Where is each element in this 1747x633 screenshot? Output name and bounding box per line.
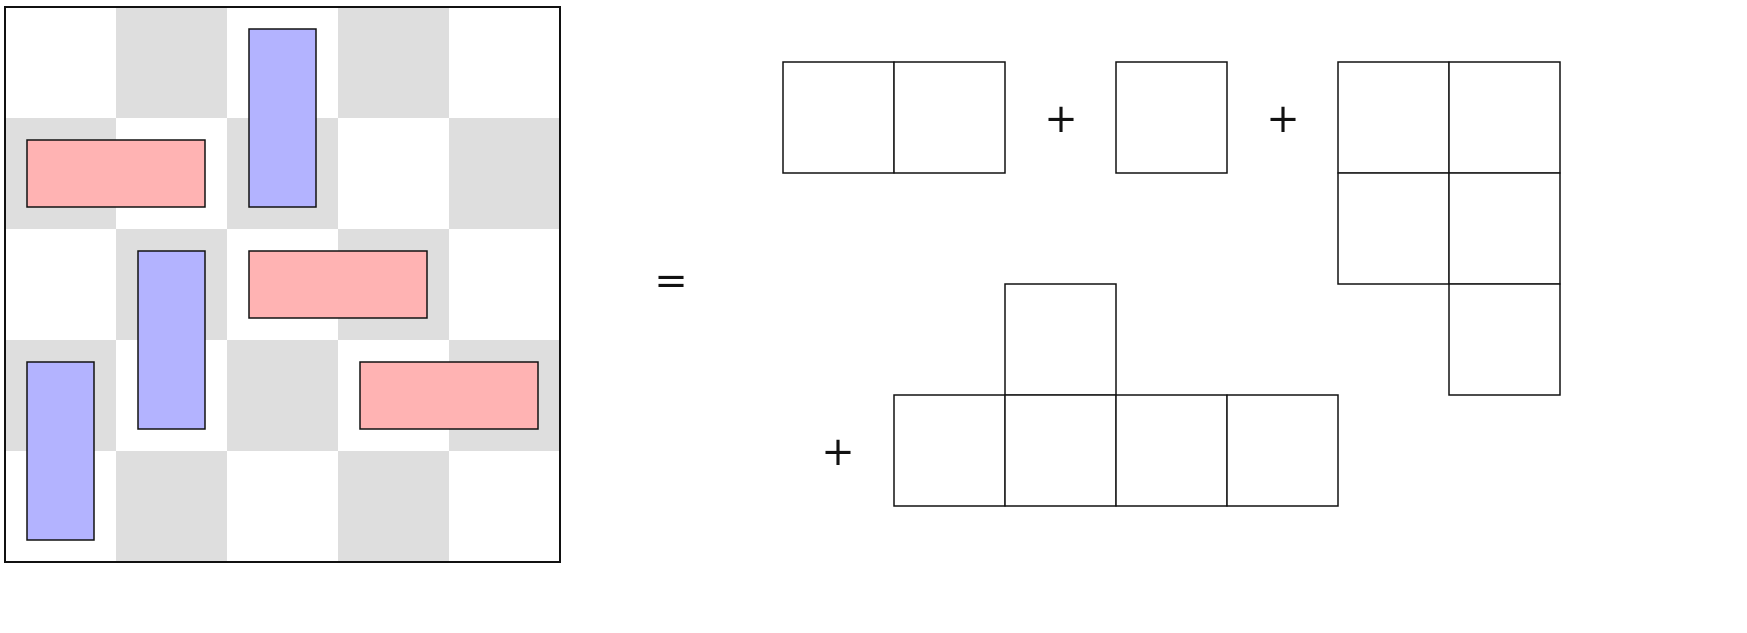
board-square xyxy=(449,451,560,562)
equals-sign: = xyxy=(654,258,688,304)
horizontal-domino xyxy=(26,139,206,208)
t-shape-cell xyxy=(893,394,1006,507)
horizontal-domino xyxy=(248,250,428,319)
board-border xyxy=(4,6,561,563)
board-square xyxy=(449,229,560,340)
vertical-domino xyxy=(26,361,95,541)
l-shape-cell xyxy=(1337,61,1450,174)
l-shape-cell xyxy=(1337,172,1450,285)
board-square xyxy=(338,118,449,229)
t-shape-cell xyxy=(1004,394,1117,507)
board-square xyxy=(116,7,227,118)
horizontal-domino xyxy=(359,361,539,430)
board-square xyxy=(449,7,560,118)
vertical-domino xyxy=(248,28,317,208)
t-shape-cell xyxy=(1115,394,1228,507)
board-square xyxy=(116,451,227,562)
board-square xyxy=(5,7,116,118)
plus-sign: + xyxy=(821,429,855,475)
board-square xyxy=(227,340,338,451)
plus-sign: + xyxy=(1266,96,1300,142)
two-cell-row-cell xyxy=(782,61,895,174)
board-square xyxy=(338,7,449,118)
t-shape-cell xyxy=(1004,283,1117,396)
board-square xyxy=(227,451,338,562)
l-shape-cell xyxy=(1448,283,1561,396)
board-square xyxy=(5,229,116,340)
plus-sign: + xyxy=(1044,96,1078,142)
l-shape-cell xyxy=(1448,172,1561,285)
vertical-domino xyxy=(137,250,206,430)
single-cell-cell xyxy=(1115,61,1228,174)
board-square xyxy=(449,118,560,229)
two-cell-row-cell xyxy=(893,61,1006,174)
l-shape-cell xyxy=(1448,61,1561,174)
t-shape-cell xyxy=(1226,394,1339,507)
board-square xyxy=(338,451,449,562)
